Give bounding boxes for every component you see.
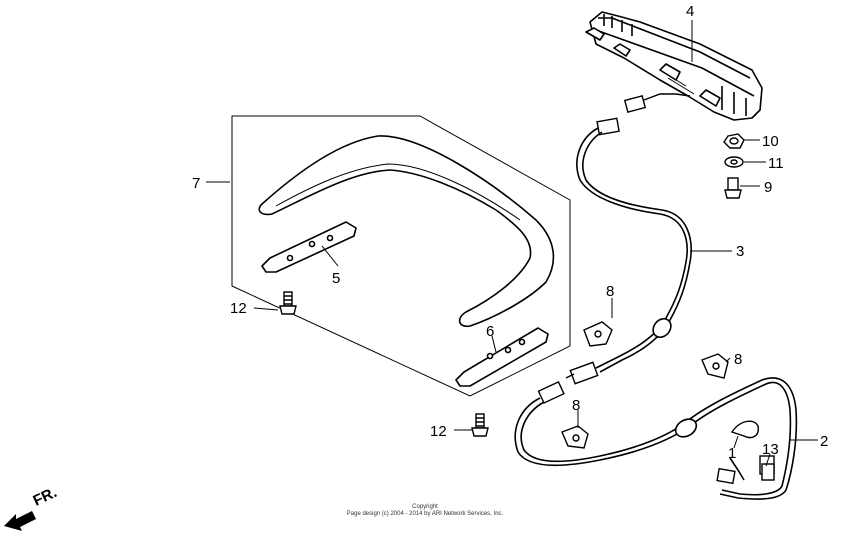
screw-lower[interactable]: [471, 413, 489, 437]
washer-part[interactable]: [724, 156, 744, 168]
callout-8-right: 8: [734, 351, 742, 368]
nut-part[interactable]: [723, 133, 745, 149]
callout-12-lower: 12: [430, 423, 447, 440]
callout-2: 2: [820, 433, 828, 450]
mounting-plate-left[interactable]: [261, 221, 357, 273]
wire-harness-upper[interactable]: [576, 127, 692, 373]
arrow-icon: [4, 511, 36, 531]
callout-6: 6: [486, 323, 494, 340]
callout-5: 5: [332, 270, 340, 287]
callout-9: 9: [764, 179, 772, 196]
grommet-clip[interactable]: [730, 420, 759, 439]
terminal-connector[interactable]: [761, 463, 775, 481]
callout-12-upper: 12: [230, 300, 247, 317]
callout-8-upper: 8: [606, 283, 614, 300]
callout-7: 7: [192, 175, 200, 192]
harness-clip-right[interactable]: [701, 353, 729, 379]
copyright-line-1: Copyright: [412, 504, 438, 510]
copyright-line-2: Page design (c) 2004 - 2014 by ARI Netwo…: [346, 511, 504, 517]
leader-lines: [206, 20, 818, 467]
screw-upper[interactable]: [279, 291, 297, 315]
copyright-notice: Copyright Page design (c) 2004 - 2014 by…: [0, 504, 850, 518]
callout-1: 1: [728, 445, 736, 462]
callout-11: 11: [768, 155, 784, 172]
callout-10: 10: [762, 133, 779, 150]
brake-light-housing[interactable]: [585, 11, 763, 121]
callout-13: 13: [762, 441, 779, 458]
callout-8-lower: 8: [572, 397, 580, 414]
wire-harness-lower[interactable]: [514, 377, 798, 500]
callout-4: 4: [686, 3, 694, 20]
rear-spoiler[interactable]: [258, 135, 555, 328]
bolt-part[interactable]: [724, 177, 742, 199]
cable-connector-middle: [565, 361, 599, 385]
cable-connector-upper: [596, 93, 691, 136]
assembly-bracket: [231, 115, 571, 397]
harness-clip-lower[interactable]: [561, 425, 589, 449]
callout-3: 3: [736, 243, 744, 260]
harness-clip-upper[interactable]: [583, 321, 613, 347]
mounting-plate-right[interactable]: [455, 327, 549, 387]
